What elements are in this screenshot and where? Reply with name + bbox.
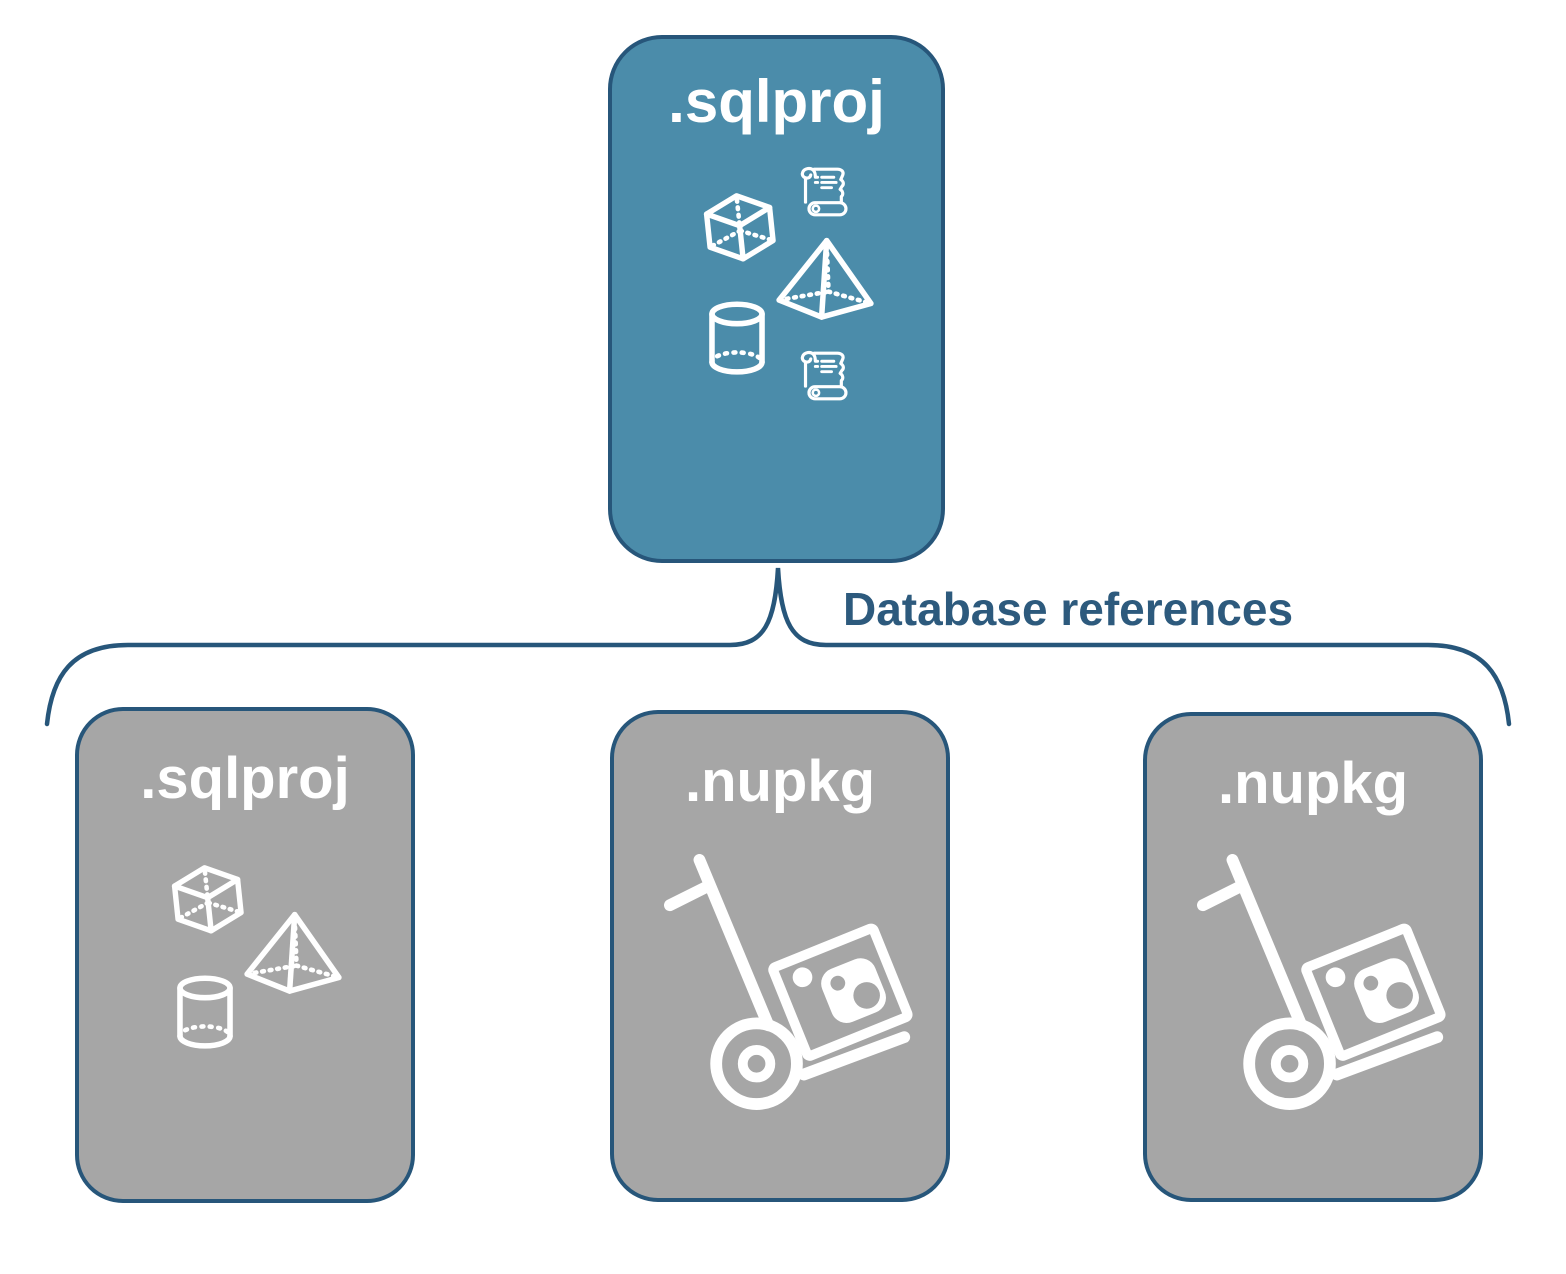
database-references-label: Database references — [843, 583, 1294, 635]
card-title: .nupkg — [1217, 751, 1409, 816]
cylinder-icon — [172, 975, 238, 1051]
pyramid-icon — [242, 909, 344, 995]
pyramid-icon — [774, 235, 876, 321]
card-title: .nupkg — [684, 749, 876, 814]
cylinder-icon — [704, 301, 770, 377]
cube-icon — [164, 861, 252, 941]
scroll-icon — [798, 165, 850, 223]
hand-truck-package-icon — [664, 854, 920, 1110]
card-nupkg-1: .nupkg — [610, 710, 950, 1202]
hand-truck-package-icon — [1197, 854, 1453, 1110]
scroll-icon — [798, 349, 850, 407]
cube-icon — [696, 189, 784, 269]
card-title: .sqlproj — [140, 746, 350, 811]
card-sqlproj-child: .sqlproj — [75, 707, 415, 1203]
card-sqlproj-parent: .sqlproj — [608, 35, 945, 563]
card-title: .sqlproj — [668, 68, 885, 135]
card-nupkg-2: .nupkg — [1143, 712, 1483, 1202]
